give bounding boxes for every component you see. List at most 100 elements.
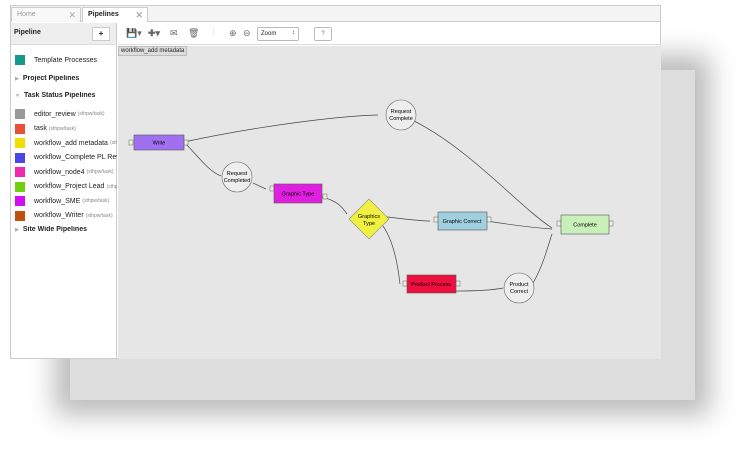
close-icon[interactable]: ✕ — [68, 10, 76, 20]
pipeline-item[interactable]: workflow_SME(sthpw/task) — [15, 196, 117, 206]
pipeline-item[interactable]: workflow_add metadata(sthpw — [15, 138, 117, 148]
connector — [378, 220, 401, 285]
item-label: workflow_Project Lead — [34, 183, 105, 190]
item-label: workflow_add metadata — [34, 139, 108, 147]
sidebar-title: Pipeline — [14, 29, 41, 36]
color-swatch — [15, 55, 25, 65]
item-type: (sthpw/task) — [48, 125, 76, 132]
zoom-select[interactable]: Zoom ↕ — [257, 27, 299, 41]
tab-label: Pipelines — [88, 11, 119, 18]
node-graphic-correct[interactable]: Graphic Correct — [433, 211, 492, 231]
node-label: Type — [363, 221, 375, 227]
node-product-process[interactable]: Product Process — [402, 274, 461, 294]
item-label: workflow_SME — [34, 197, 81, 205]
add-pipeline-button[interactable]: + — [92, 27, 110, 41]
node-graphic-type[interactable]: Graphic Type — [269, 183, 328, 204]
node-label: Completed — [224, 178, 251, 184]
node-label: Graphic Correct — [443, 219, 482, 225]
color-swatch — [15, 123, 25, 134]
color-swatch — [15, 196, 25, 206]
node-label: Product Process — [411, 282, 452, 288]
divider: | — [212, 26, 215, 36]
trash-icon[interactable]: 🗑 — [188, 28, 200, 38]
email-icon[interactable]: ✉ — [170, 28, 178, 38]
section-label: Site Wide Pipelines — [22, 226, 87, 233]
pipeline-item[interactable]: editor_review(sthpw/task) — [15, 109, 117, 119]
item-type: (sthpw/task) — [86, 169, 114, 175]
node-write[interactable]: Write — [128, 134, 189, 151]
node-label: Request — [227, 171, 248, 177]
color-swatch — [15, 181, 25, 192]
color-swatch — [15, 210, 25, 221]
item-label: workflow_node4 — [34, 168, 85, 176]
node-label: Complete — [389, 116, 413, 122]
node-label: Graphics — [358, 214, 380, 220]
item-label: workflow_Writer — [34, 212, 84, 219]
connector — [486, 220, 553, 230]
pipeline-item[interactable]: workflow_Writer(sthpw/task) — [15, 210, 117, 221]
connector — [321, 196, 348, 215]
section-label: Project Pipelines — [22, 75, 80, 82]
tab-label: Home — [17, 11, 36, 18]
save-icon[interactable]: 💾▾ — [126, 28, 142, 38]
item-type: (sthpw — [106, 183, 117, 190]
pipeline-item[interactable]: workflow_Project Lead(sthpw — [15, 181, 117, 192]
pipeline-item[interactable]: workflow_Complete PL Revie — [15, 152, 117, 163]
connector — [532, 233, 553, 284]
node-complete[interactable]: Complete — [556, 214, 614, 235]
main-panel: 💾▾ ✚▾ ✉ 🗑 | ⊕ ⊖ Zoom ↕ ? workflow_add met… — [118, 23, 661, 359]
tab-bar: Home ✕ Pipelines ✕ — [11, 6, 660, 22]
add-icon[interactable]: ✚▾ — [148, 28, 161, 38]
caret-right-icon: ▶ — [15, 226, 19, 233]
color-swatch — [15, 109, 25, 119]
node-label: Graphic Type — [282, 192, 315, 198]
color-swatch — [15, 152, 25, 163]
zoom-in-icon[interactable]: ⊕ — [229, 28, 237, 38]
section-label: Task Status Pipelines — [23, 92, 96, 99]
node-label: Complete — [573, 223, 597, 229]
color-swatch — [15, 138, 25, 148]
tab-pipelines[interactable]: Pipelines ✕ — [82, 7, 148, 22]
item-type: (sthpw — [109, 140, 117, 146]
template-processes[interactable]: Template Processes — [15, 55, 117, 65]
item-label: task — [34, 125, 47, 132]
node-label: Write — [153, 141, 166, 147]
node-label: Product — [510, 282, 529, 288]
project-pipelines[interactable]: ▶Project Pipelines — [15, 75, 117, 82]
connector — [252, 182, 267, 190]
close-icon[interactable]: ✕ — [135, 10, 143, 20]
item-label: workflow_Complete PL Revie — [34, 154, 117, 161]
zoom-out-icon[interactable]: ⊖ — [243, 28, 251, 38]
toolbar: 💾▾ ✚▾ ✉ 🗑 | ⊕ ⊖ Zoom ↕ ? — [118, 23, 661, 45]
caret-down-icon: ▼ — [15, 92, 20, 99]
item-label: editor_review — [34, 110, 76, 118]
site-wide-pipelines[interactable]: ▶Site Wide Pipelines — [15, 226, 117, 233]
select-arrows-icon: ↕ — [292, 30, 295, 36]
sidebar-header: Pipeline + — [11, 23, 116, 45]
pipeline-item[interactable]: workflow_node4(sthpw/task) — [15, 167, 117, 177]
color-swatch — [15, 167, 25, 177]
pipeline-name: workflow_add metadata — [118, 46, 188, 56]
connector — [183, 114, 379, 143]
connector — [455, 287, 504, 292]
task-status-pipelines[interactable]: ▼Task Status Pipelines — [15, 92, 117, 99]
node-label: Correct — [510, 289, 529, 295]
item-type: (sthpw/task) — [77, 111, 105, 117]
pipeline-item[interactable]: task(sthpw/task) — [15, 123, 117, 134]
tab-home[interactable]: Home ✕ — [11, 7, 81, 22]
help-button[interactable]: ? — [314, 27, 332, 41]
caret-right-icon: ▶ — [15, 75, 19, 82]
item-type: (sthpw/task) — [82, 198, 110, 204]
sidebar: Pipeline+ Template Processes ▶Project Pi… — [11, 23, 117, 359]
zoom-value: Zoom — [261, 31, 277, 37]
item-type: (sthpw/task) — [85, 212, 113, 219]
connector — [183, 141, 222, 177]
app-window: Home ✕ Pipelines ✕ Pipeline + Template Proc… — [10, 5, 661, 359]
connector — [407, 117, 553, 229]
